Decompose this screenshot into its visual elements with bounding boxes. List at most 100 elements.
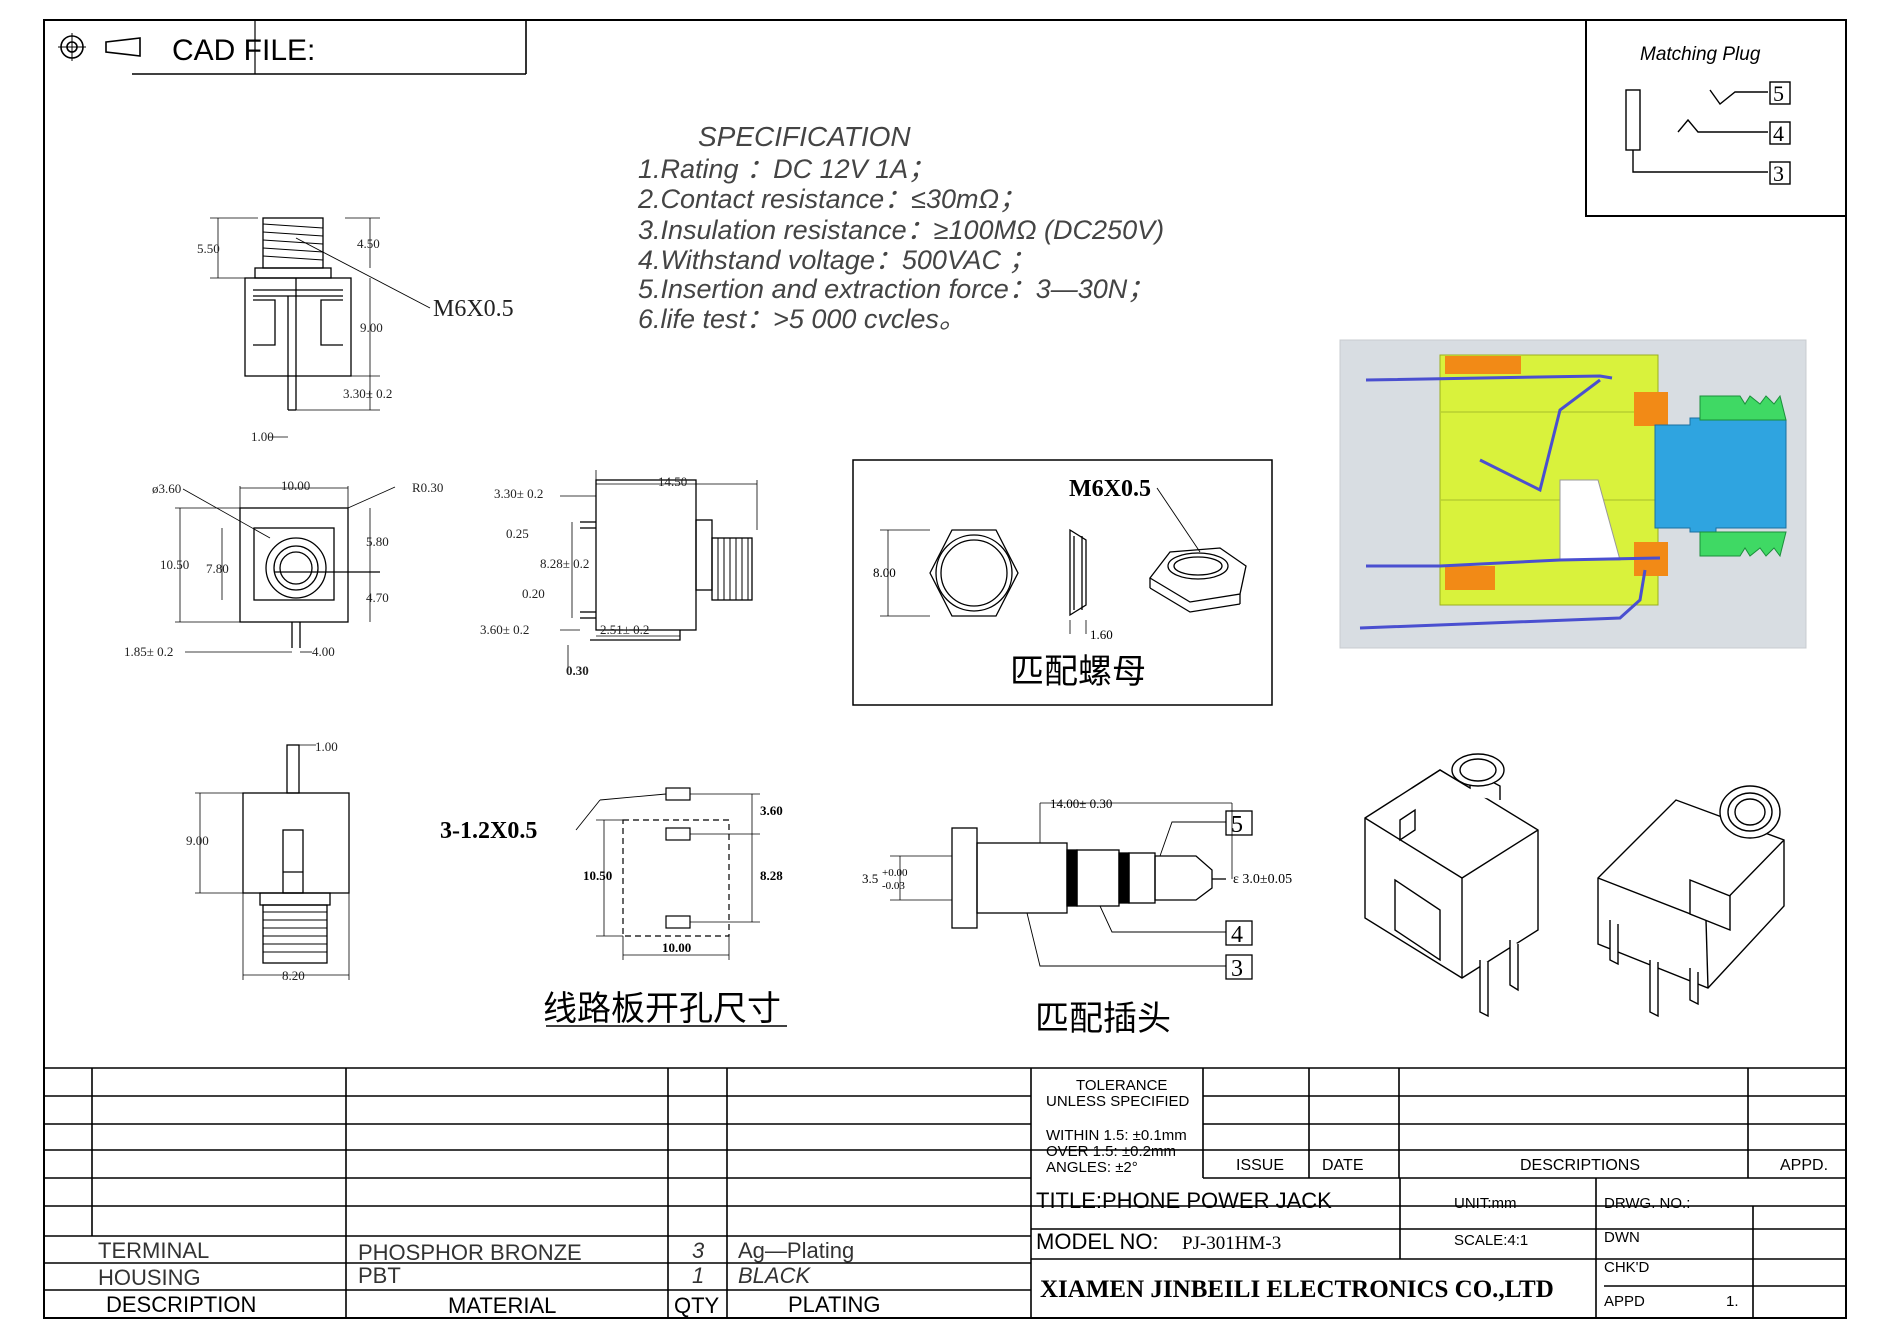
bom-header-material: MATERIAL: [448, 1293, 556, 1318]
sheet-border: [43, 19, 1847, 1319]
scale-label: SCALE:4:1: [1454, 1232, 1528, 1249]
plug-labels: 14.00± 0.30 3.5 +0.00 -0.03 ε 3.0±0.05 5…: [862, 796, 1292, 1038]
nut-caption: 匹配螺母: [1010, 654, 1146, 691]
dim-label: 7.80: [206, 561, 229, 576]
side-view-dims: 3.30± 0.2 14.50 0.25 8.28± 0.2 0.20 3.60…: [480, 474, 687, 678]
bom-header-description: DESCRIPTION: [106, 1292, 256, 1317]
nut-labels: M6X0.5 8.00 1.60 匹配螺母: [873, 476, 1151, 691]
dim-label: 4.70: [366, 590, 389, 605]
dim-label: 9.00: [186, 833, 209, 848]
pcb-layout-drawing: [546, 787, 787, 1027]
bom-material: PHOSPHOR BRONZE: [358, 1240, 582, 1265]
bottom-view-drawing: [195, 744, 350, 980]
dim-label: +0.00: [882, 867, 908, 879]
front-view-dims: ø3.60 10.00 R0.30 10.50 7.80 5.80 4.70 1…: [124, 478, 443, 659]
dim-label: 1.00: [251, 429, 274, 444]
dim-label: 3.60: [760, 803, 783, 818]
plug-pin-label: 5: [1231, 812, 1243, 838]
company-name: XIAMEN JINBEILI ELECTRONICS CO.,LTD: [1040, 1276, 1554, 1303]
cutaway-render: [1339, 339, 1807, 649]
chkd-label: CHK'D: [1604, 1259, 1650, 1276]
title-block-grid: [44, 1067, 1846, 1318]
dim-label: ø3.60: [152, 481, 181, 496]
dim-label: 0.20: [522, 586, 545, 601]
dim-label: -0.03: [882, 880, 905, 892]
tolerance-line: OVER 1.5: ±0.2mm: [1046, 1143, 1176, 1160]
appd-header: APPD.: [1780, 1157, 1828, 1174]
spec-line: 2.Contact resistance：≤30mΩ；: [637, 184, 1026, 214]
dim-label: 0.30: [566, 663, 589, 678]
bom-qty: 1: [692, 1263, 704, 1288]
issue-header: ISSUE: [1236, 1157, 1284, 1174]
dim-label: 8.28: [760, 868, 783, 883]
bottom-view-dims: 1.00 9.00 8.20: [186, 739, 338, 983]
tolerance-title: TOLERANCE: [1076, 1077, 1167, 1094]
dim-label: 9.00: [360, 320, 383, 335]
dim-label: 10.00: [662, 940, 691, 955]
plug-drawing: [890, 802, 1253, 980]
unit-label: UNIT:mm: [1454, 1195, 1517, 1212]
plug-pin-label: 3: [1773, 161, 1784, 186]
drawing-number-label: DRWG. NO.:: [1604, 1195, 1690, 1212]
dim-label: 1.00: [315, 739, 338, 754]
specification-block: SPECIFICATION 1.Rating ：DC 12V 1A； 2.Con…: [637, 121, 1164, 334]
dwn-label: DWN: [1604, 1229, 1640, 1246]
dim-label: 5.50: [197, 241, 220, 256]
bom-header-qty: QTY: [674, 1293, 720, 1318]
side-view-drawing: [560, 470, 758, 670]
plug-pin-label: 4: [1773, 121, 1784, 146]
plug-pin-label: 4: [1231, 922, 1243, 948]
bom-description: TERMINAL: [98, 1238, 209, 1263]
tolerance-line: WITHIN 1.5: ±0.1mm: [1046, 1127, 1187, 1144]
nut-box: [852, 459, 1273, 706]
dim-label: 3.5: [862, 871, 878, 886]
spec-line: 3.Insulation resistance：≥100MΩ (DC250V): [638, 215, 1164, 245]
top-view-dims: 5.50 4.50 9.00 3.30± 0.2 1.00 M6X0.5: [197, 236, 514, 444]
dim-label: 4.00: [312, 644, 335, 659]
title-block-texts: TOLERANCE UNLESS SPECIFIED WITHIN 1.5: ±…: [98, 1077, 1828, 1318]
dim-label: 10.50: [160, 557, 189, 572]
cad-file-label: CAD FILE:: [172, 34, 315, 67]
dim-label: 14.50: [658, 474, 687, 489]
tolerance-line: ANGLES: ±2°: [1046, 1159, 1138, 1176]
dim-label: 3.30± 0.2: [494, 486, 543, 501]
specification-title: SPECIFICATION: [698, 121, 911, 152]
front-view-drawing: [175, 486, 396, 653]
dim-label: 14.00± 0.30: [1050, 796, 1112, 811]
spec-line: 5.Insertion and extraction force：3—30N；: [638, 274, 1154, 304]
bom-header-plating: PLATING: [788, 1292, 881, 1317]
plug-pin-label: 5: [1773, 81, 1784, 106]
thread-label: M6X0.5: [433, 296, 514, 322]
spec-line: 1.Rating ：DC 12V 1A；: [638, 154, 935, 184]
bom-plating: Ag—Plating: [738, 1238, 854, 1263]
dim-label: ε 3.0±0.05: [1233, 872, 1292, 887]
dim-label: 10.00: [281, 478, 310, 493]
model-value: PJ-301HM-3: [1182, 1233, 1281, 1254]
bom-description: HOUSING: [98, 1265, 201, 1290]
appd-bottom-value: 1.: [1726, 1293, 1739, 1310]
dim-label: 1.60: [1090, 627, 1113, 642]
plug-pin-label: 3: [1231, 956, 1243, 982]
dim-label: 2.51± 0.2: [600, 622, 649, 637]
model-label: MODEL NO:: [1036, 1229, 1159, 1254]
dim-label: 8.28± 0.2: [540, 556, 589, 571]
dim-label: 3.30± 0.2: [343, 386, 392, 401]
nut-thread-label: M6X0.5: [1069, 476, 1151, 502]
projection-cone-icon: [105, 37, 141, 57]
date-header: DATE: [1322, 1157, 1363, 1174]
spec-line: 4.Withstand voltage：500VAC ；: [638, 245, 1035, 275]
dim-label: 1.85± 0.2: [124, 644, 173, 659]
top-view-drawing: [210, 217, 431, 438]
dim-label: 4.50: [357, 236, 380, 251]
dim-label: 3.60± 0.2: [480, 622, 529, 637]
dim-label: 0.25: [506, 526, 529, 541]
bom-plating: BLACK: [738, 1263, 811, 1288]
spec-line: 6.life test：>5 000 cvcles。: [638, 304, 966, 334]
bom-material: PBT: [358, 1263, 401, 1288]
pcb-caption: 线路板开孔尺寸: [543, 990, 781, 1028]
appd-bottom-label: APPD: [1604, 1293, 1645, 1310]
descriptions-header: DESCRIPTIONS: [1520, 1157, 1640, 1174]
isometric-view-left: [1364, 753, 1539, 1018]
dim-label: 5.80: [366, 534, 389, 549]
